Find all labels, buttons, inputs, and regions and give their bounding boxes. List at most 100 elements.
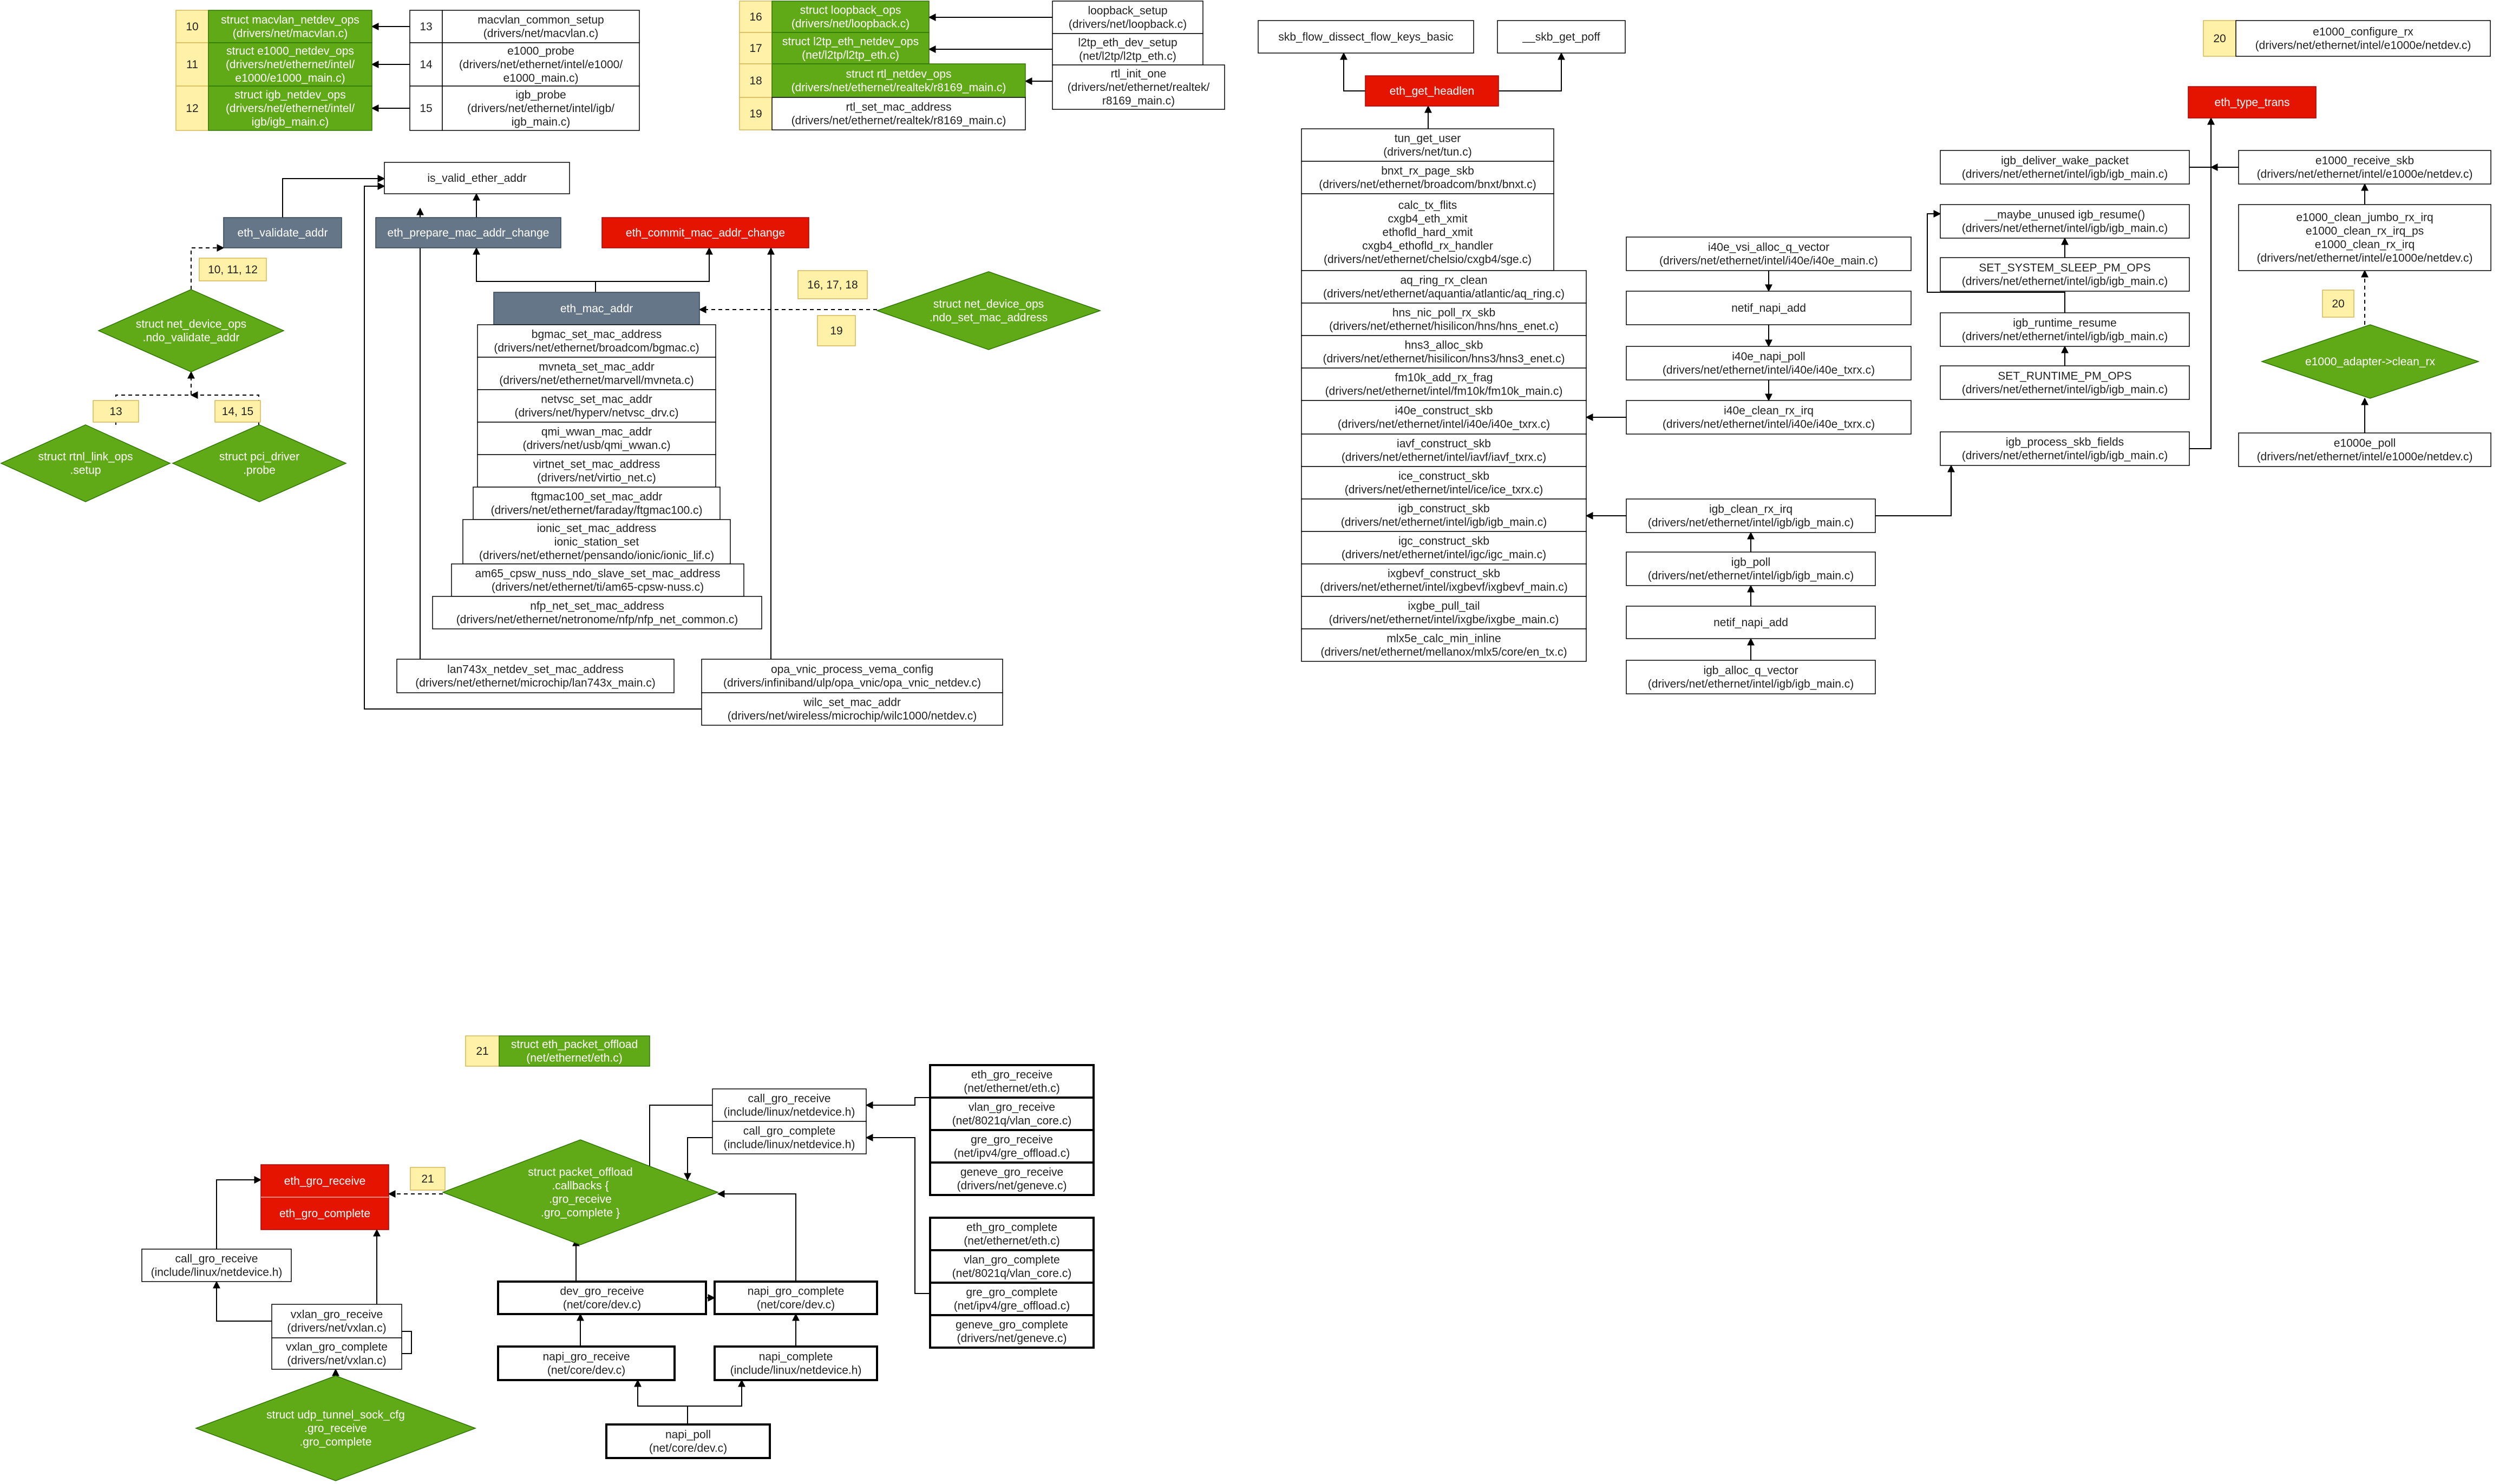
- node-d-udp: struct udp_tunnel_sock_cfg.gro_receive.g…: [194, 1375, 477, 1481]
- node-shape: [714, 1345, 878, 1381]
- node-label: igb/igb_main.c): [252, 116, 329, 128]
- node-shape: [375, 217, 561, 248]
- node-label: eth_type_trans: [2215, 96, 2290, 109]
- node-i40e-napi-poll: i40e_napi_poll(drivers/net/ethernet/inte…: [1626, 346, 1912, 380]
- node-vxlan-r: vxlan_gro_receive(drivers/net/vxlan.c): [271, 1304, 402, 1338]
- node-label: (drivers/net/ethernet/intel/e1000/: [459, 58, 623, 71]
- node-label: mlx5e_calc_min_inline: [1386, 633, 1501, 645]
- node-d-validate: struct net_device_ops.ndo_validate_addr: [97, 289, 285, 372]
- node-h14: ixgbe_pull_tail(drivers/net/ethernet/int…: [1301, 596, 1587, 629]
- node-label: (include/linux/netdevice.h): [730, 1364, 862, 1377]
- node-d-e1000: e1000_adapter->clean_rx: [2260, 324, 2480, 399]
- edge-arrow: [191, 244, 225, 290]
- node-label: (drivers/net/hyperv/netvsc_drv.c): [514, 407, 678, 419]
- node-shape: [875, 271, 1102, 350]
- node-shape: [929, 1096, 1095, 1131]
- node-label: loopback_setup: [1088, 5, 1167, 17]
- node-label: igb_process_skb_fields: [2006, 436, 2124, 449]
- edge-arrow: [646, 1105, 712, 1182]
- node-shape: [797, 270, 868, 299]
- node-label: .ndo_set_mac_address: [930, 312, 1048, 324]
- node-shape: [223, 217, 342, 248]
- node-label: e1000_main.c): [503, 72, 579, 84]
- node-label: hns3_alloc_skb: [1405, 339, 1483, 352]
- node-h3: calc_tx_flitscxgb4_eth_xmitethofld_hard_…: [1301, 193, 1554, 271]
- node-label: cxgb4_eth_xmit: [1388, 213, 1467, 225]
- node-label: wilc_set_mac_addr: [803, 697, 901, 709]
- node-h6: hns3_alloc_skb(drivers/net/ethernet/hisi…: [1301, 335, 1587, 369]
- node-label: igb_main.c): [512, 116, 571, 128]
- node-h2: bnxt_rx_page_skb(drivers/net/ethernet/br…: [1301, 161, 1554, 194]
- node-lbl-16-17-18: 16, 17, 18: [797, 270, 868, 299]
- node-shape: [1626, 400, 1912, 435]
- node-shape: [97, 289, 285, 372]
- node-vxlan-c: vxlan_gro_complete(drivers/net/vxlan.c): [271, 1337, 402, 1370]
- node-shape: [199, 258, 267, 281]
- node-label: geneve_gro_receive: [960, 1166, 1063, 1179]
- node-shape: [712, 1088, 867, 1122]
- node-shape: [214, 400, 261, 423]
- edge-arrow: [1927, 210, 2065, 313]
- node-label: ixgbe_pull_tail: [1408, 600, 1480, 613]
- edge-arrow: [2189, 117, 2215, 449]
- node-label: call_gro_complete: [743, 1125, 835, 1138]
- edge-arrow: [684, 1137, 712, 1181]
- node-label: (drivers/net/geneve.c): [957, 1332, 1067, 1345]
- node-label: 19: [749, 108, 762, 120]
- node-igb-rt-resume: igb_runtime_resume(drivers/net/ethernet/…: [1940, 312, 2190, 347]
- node-shape: [409, 10, 443, 43]
- edge-arrow: [634, 1379, 688, 1424]
- node-label: (drivers/net/ethernet/intel/igc/igc_main…: [1342, 549, 1546, 561]
- node-rtl-init-one: rtl_init_one(drivers/net/ethernet/realte…: [1052, 64, 1225, 110]
- node-label: (drivers/net/ethernet/hisilicon/hns3/hns…: [1323, 353, 1565, 365]
- node-label: 13: [109, 405, 122, 418]
- node-shape: [172, 424, 347, 502]
- node-call-gro-r1: call_gro_receive(include/linux/netdevice…: [712, 1088, 867, 1122]
- node-shape: [1301, 367, 1587, 401]
- node-shape: [175, 86, 209, 131]
- node-h5: hns_nic_poll_rx_skb(drivers/net/ethernet…: [1301, 303, 1587, 336]
- node-shape: [477, 389, 716, 423]
- node-g2: vlan_gro_receive(net/8021q/vlan_core.c): [929, 1096, 1095, 1131]
- node-label: (drivers/net/ethernet/netronome/nfp/nfp_…: [456, 614, 738, 626]
- node-label: am65_cpsw_nuss_ndo_slave_set_mac_address: [475, 568, 721, 580]
- node-shape: [605, 1423, 771, 1459]
- edge-arrow: [216, 1176, 262, 1249]
- node-label: struct packet_offload: [528, 1166, 632, 1179]
- node-shape: [771, 1, 930, 33]
- node-eth-type-trans: eth_type_trans: [2188, 86, 2317, 119]
- node-label: eth_gro_complete: [279, 1207, 370, 1220]
- node-shape: [1301, 466, 1587, 500]
- node-h13: ixgbevf_construct_skb(drivers/net/ethern…: [1301, 563, 1587, 597]
- node-label: 14, 15: [222, 405, 253, 418]
- node-m1: bgmac_set_mac_address(drivers/net/ethern…: [477, 324, 716, 358]
- node-s-e1000: struct e1000_netdev_ops(drivers/net/ethe…: [208, 42, 372, 87]
- node-c3: gre_gro_complete(net/ipv4/gre_offload.c): [929, 1282, 1095, 1316]
- node-shape: [410, 1167, 446, 1191]
- node-label: (drivers/net/ethernet/intel/e1000e/netde…: [2257, 252, 2473, 265]
- node-shape: [384, 162, 570, 194]
- node-shape: [817, 315, 856, 346]
- node-label: (drivers/infiniband/ulp/opa_vnic/opa_vni…: [723, 677, 981, 690]
- node-label: (drivers/net/ethernet/intel/igb/igb_main…: [1962, 275, 2168, 288]
- node-shape: [1626, 237, 1912, 271]
- node-label: (drivers/net/geneve.c): [957, 1180, 1067, 1192]
- node-shape: [771, 32, 930, 64]
- node-shape: [1301, 434, 1587, 467]
- node-h1: tun_get_user(drivers/net/tun.c): [1301, 128, 1554, 162]
- node-shape: [1626, 498, 1876, 533]
- node-label: (net/l2tp/l2tp_eth.c): [802, 49, 899, 62]
- node-label: (drivers/net/ethernet/intel/iavf/iavf_tx…: [1342, 451, 1546, 464]
- node-label: (include/linux/netdevice.h): [151, 1266, 283, 1279]
- node-shape: [2322, 290, 2354, 318]
- node-label: struct e1000_netdev_ops: [226, 45, 354, 57]
- node-h10: ice_construct_skb(drivers/net/ethernet/i…: [1301, 466, 1587, 500]
- node-lbl-21: 21: [410, 1167, 446, 1191]
- node-shape: [714, 1281, 878, 1315]
- node-label: (drivers/net/macvlan.c): [483, 28, 598, 40]
- node-label: e1000_clean_jumbo_rx_irq: [2296, 212, 2433, 224]
- node-m3: netvsc_set_mac_addr(drivers/net/hyperv/n…: [477, 389, 716, 423]
- node-d-pci: struct pci_driver.probe: [172, 424, 347, 502]
- node-label: (include/linux/netdevice.h): [724, 1106, 855, 1119]
- edge-arrow: [596, 247, 713, 282]
